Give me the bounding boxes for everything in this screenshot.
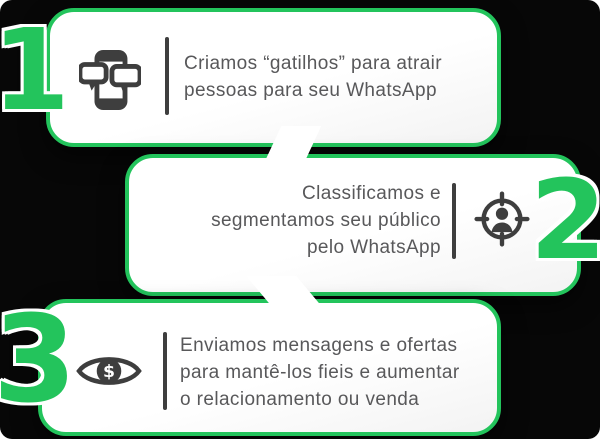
step-1-line-1: Criamos “gatilhos” para atrair bbox=[184, 53, 443, 74]
step-3-text: Enviamos mensagens e ofertas para mantê-… bbox=[180, 332, 460, 413]
step-3-divider bbox=[163, 332, 167, 410]
step-card-1: Criamos “gatilhos” para atrair pessoas p… bbox=[46, 8, 501, 147]
step-3-line-2: para mantê-los fieis e aumentar bbox=[180, 362, 460, 383]
eye-money-icon: $ bbox=[76, 357, 142, 385]
step-2-line-2: segmentamos seu público bbox=[211, 210, 441, 231]
step-2-line-3: pelo WhatsApp bbox=[306, 237, 441, 258]
step-card-3: $ Enviamos mensagens e ofertas para mant… bbox=[38, 299, 501, 436]
target-audience-icon bbox=[474, 191, 530, 247]
step-1-text: Criamos “gatilhos” para atrair pessoas p… bbox=[184, 50, 442, 104]
step-3-line-3: o relacionamento ou venda bbox=[180, 389, 420, 410]
step-number-1: 1 bbox=[0, 6, 70, 136]
step-number-2: 2 bbox=[530, 156, 600, 284]
step-2-line-1: Classificamos e bbox=[301, 183, 441, 204]
step-card-2: Classificamos e segmentamos seu público … bbox=[125, 154, 581, 296]
step-number-3: 3 bbox=[0, 291, 77, 430]
phone-chat-icon bbox=[79, 49, 141, 111]
dollar-glyph: $ bbox=[103, 362, 115, 382]
step-2-text: Classificamos e segmentamos seu público … bbox=[211, 180, 441, 261]
step-1-divider bbox=[165, 37, 169, 115]
step-3-line-1: Enviamos mensagens e ofertas bbox=[180, 335, 458, 356]
step-2-divider bbox=[452, 183, 456, 259]
step-1-line-2: pessoas para seu WhatsApp bbox=[184, 80, 437, 101]
